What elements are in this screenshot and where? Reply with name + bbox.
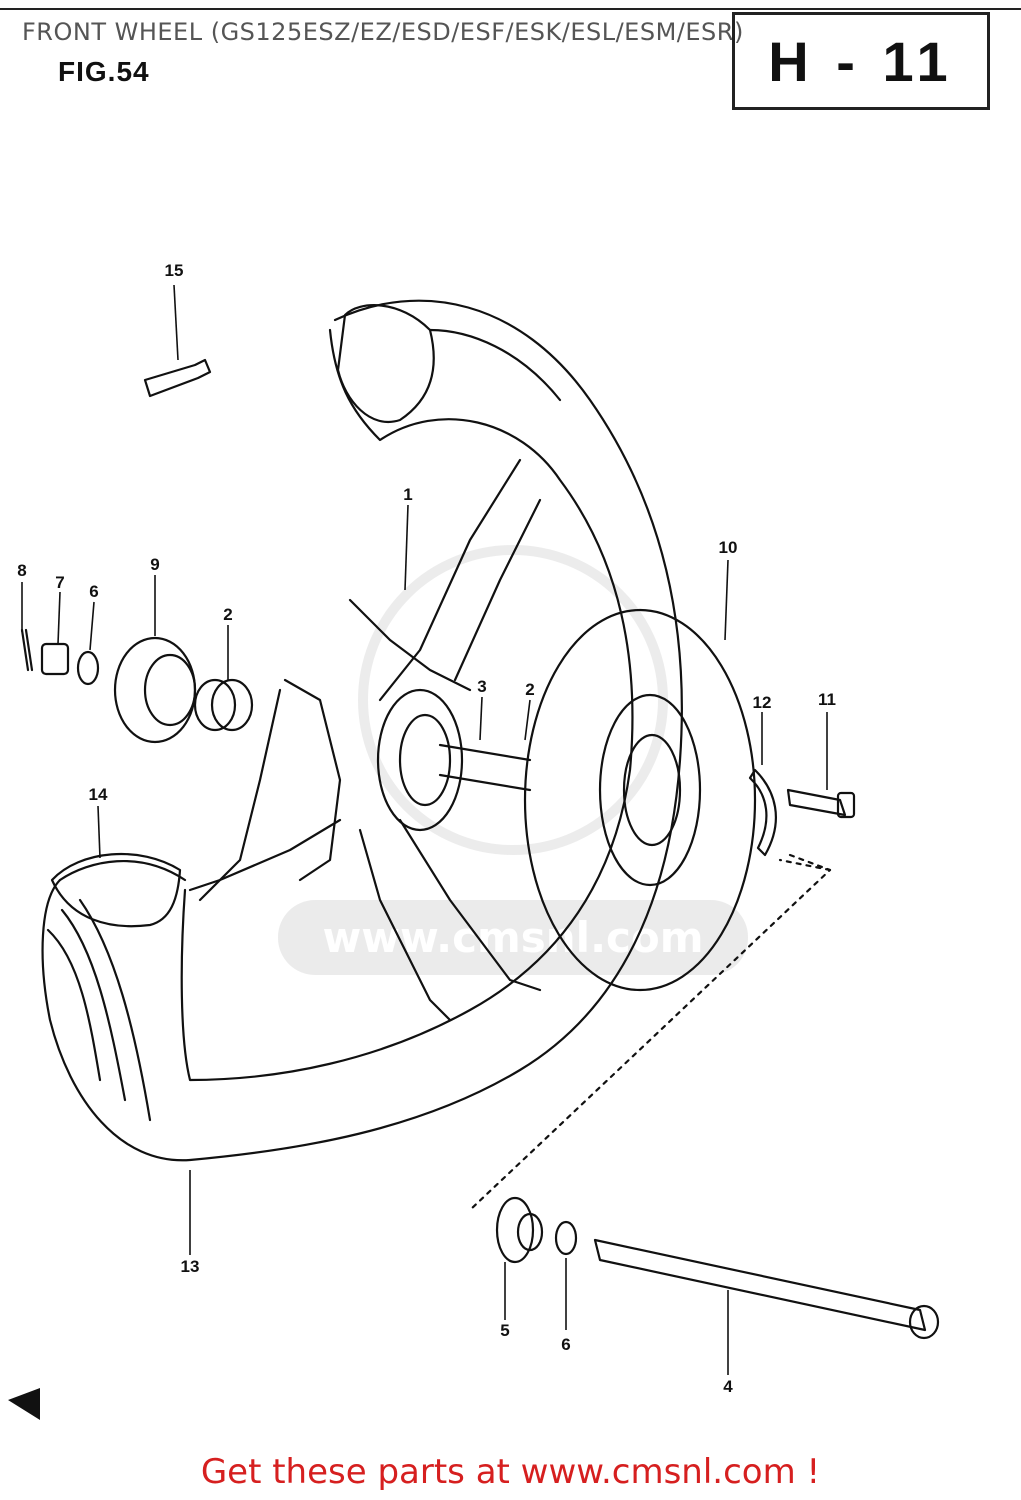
lock-washer xyxy=(748,768,777,857)
wheel-spokes xyxy=(188,458,542,1022)
callout-15: 15 xyxy=(165,261,184,280)
callout-6-left: 6 xyxy=(89,582,98,601)
axle-spacer xyxy=(495,1196,544,1264)
spacer xyxy=(113,636,197,744)
callout-14: 14 xyxy=(89,785,108,804)
watermark: www.cmsnl.com xyxy=(278,545,748,975)
hub xyxy=(376,688,532,832)
callout-10: 10 xyxy=(719,538,738,557)
washer-left xyxy=(76,650,100,686)
figure-label: FIG.54 xyxy=(58,56,150,87)
callout-4: 4 xyxy=(723,1377,733,1396)
top-rule xyxy=(0,8,1021,10)
callout-9: 9 xyxy=(150,555,159,574)
washer-right xyxy=(554,1220,578,1256)
tyre xyxy=(41,299,683,1162)
inner-tube xyxy=(50,852,182,928)
callout-6-right: 6 xyxy=(561,1335,570,1354)
cotter-pin xyxy=(20,628,34,672)
page-code-box: H - 11 xyxy=(732,12,990,110)
callout-11: 11 xyxy=(818,690,836,709)
axle-nut xyxy=(40,642,70,676)
assembly-guide-2 xyxy=(778,858,832,872)
callout-1: 1 xyxy=(403,485,412,504)
page-title: FRONT WHEEL (GS125ESZ/EZ/ESD/ESF/ESK/ESL… xyxy=(22,18,744,46)
brake-disc xyxy=(523,608,757,992)
front-arrow-icon xyxy=(8,1388,40,1420)
callout-13: 13 xyxy=(181,1257,200,1276)
callout-5: 5 xyxy=(500,1321,509,1340)
callout-7: 7 xyxy=(55,573,64,592)
tyre-valve xyxy=(143,358,212,398)
callouts: 15 1 8 7 6 9 2 3 2 10 12 11 14 13 5 6 4 xyxy=(17,261,836,1396)
callout-2-left: 2 xyxy=(223,605,232,624)
leader-lines xyxy=(21,284,828,1375)
bearing-left xyxy=(193,678,254,732)
callout-3: 3 xyxy=(477,677,486,696)
exploded-diagram: www.cmsnl.com xyxy=(8,261,940,1420)
footer-link-text[interactable]: Get these parts at www.cmsnl.com ! xyxy=(200,1452,821,1492)
callout-8: 8 xyxy=(17,561,26,580)
disc-bolt xyxy=(786,788,856,819)
watermark-text: www.cmsnl.com xyxy=(322,913,703,962)
axle xyxy=(593,1238,940,1340)
callout-2-right: 2 xyxy=(525,680,534,699)
callout-12: 12 xyxy=(753,693,772,712)
